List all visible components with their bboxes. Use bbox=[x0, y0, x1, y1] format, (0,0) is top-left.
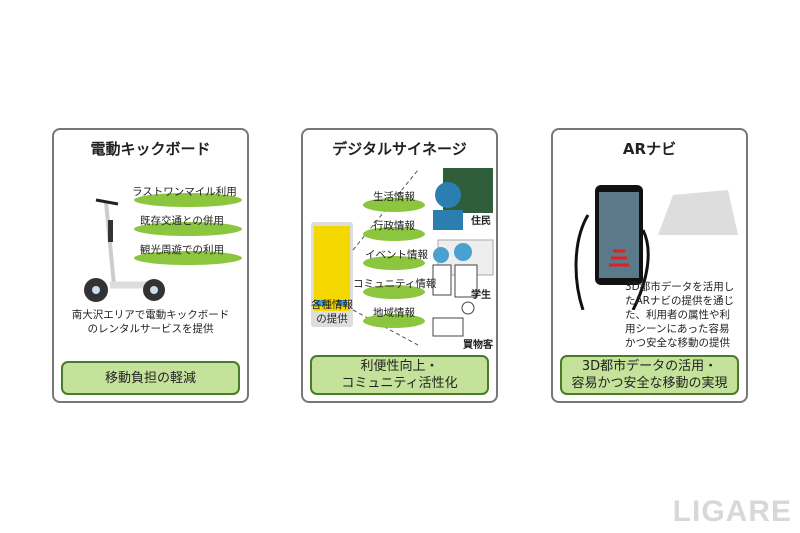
description-line: 南大沢エリアで電動キックボード bbox=[71, 309, 230, 321]
usage-label: 観光周遊での利用 bbox=[140, 244, 224, 256]
result-text: コミュニティ活性化 bbox=[341, 376, 458, 391]
description-line: た、利用者の属性や利 bbox=[625, 309, 730, 321]
info-pill bbox=[363, 314, 425, 328]
ar-navi-illustration bbox=[574, 185, 738, 310]
description-line: のレンタルサービスを提供 bbox=[87, 323, 214, 335]
card-signage: デジタルサイネージ 生活情報 行政情報 イベント情報 コミュニティ情報 地域情報… bbox=[301, 128, 498, 403]
card-ar-navi: ARナビ 3D都市データを活用し たARナビの提供を通じ た、利用者の属性や利 … bbox=[551, 128, 748, 403]
kickboard-illustration bbox=[84, 198, 165, 302]
info-pill bbox=[363, 285, 425, 299]
card-title: ARナビ bbox=[622, 140, 677, 158]
info-pill bbox=[363, 227, 425, 241]
usage-pill bbox=[134, 222, 242, 236]
description-line: 3D都市データを活用し bbox=[625, 281, 735, 293]
description-line: 用シーンにあった容易 bbox=[625, 323, 730, 335]
signage-illustration bbox=[311, 168, 494, 346]
card-title: デジタルサイネージ bbox=[332, 140, 467, 158]
result-box: 3D都市データの活用・ 容易かつ安全な移動の実現 bbox=[560, 355, 739, 395]
card-kickboard: 電動キックボード ラストワンマイル利用 既存交通との併用 観光周遊での利用 南大… bbox=[52, 128, 249, 403]
info-label: イベント情報 bbox=[365, 249, 428, 261]
info-label: 生活情報 bbox=[373, 191, 415, 203]
audience-label: 買物客 bbox=[463, 340, 493, 351]
usage-label: 既存交通との併用 bbox=[140, 215, 224, 227]
description-line: たARナビの提供を通じ bbox=[625, 295, 734, 307]
info-label: 行政情報 bbox=[373, 220, 415, 232]
source-label: の提供 bbox=[316, 313, 348, 325]
result-text: 利便性向上・ bbox=[360, 359, 439, 374]
result-text: 3D都市データの活用・ bbox=[581, 359, 718, 374]
usage-pill bbox=[134, 251, 242, 265]
info-pill bbox=[363, 198, 425, 212]
info-label: コミュニティ情報 bbox=[353, 278, 437, 290]
usage-label: ラストワンマイル利用 bbox=[132, 186, 237, 198]
audience-label: 住民 bbox=[471, 216, 491, 227]
result-text: 容易かつ安全な移動の実現 bbox=[571, 376, 728, 391]
result-box: 移動負担の軽減 bbox=[61, 361, 240, 395]
source-label: 各種情報 bbox=[311, 299, 353, 311]
watermark-logo: LIGARE bbox=[672, 495, 792, 528]
result-box: 利便性向上・ コミュニティ活性化 bbox=[310, 355, 489, 395]
info-pill bbox=[363, 256, 425, 270]
description-line: かつ安全な移動の提供 bbox=[625, 337, 730, 349]
card-title: 電動キックボード bbox=[90, 140, 211, 158]
usage-pill bbox=[134, 193, 242, 207]
result-text: 移動負担の軽減 bbox=[104, 370, 196, 386]
info-label: 地域情報 bbox=[373, 307, 415, 319]
audience-label: 学生 bbox=[471, 290, 491, 301]
